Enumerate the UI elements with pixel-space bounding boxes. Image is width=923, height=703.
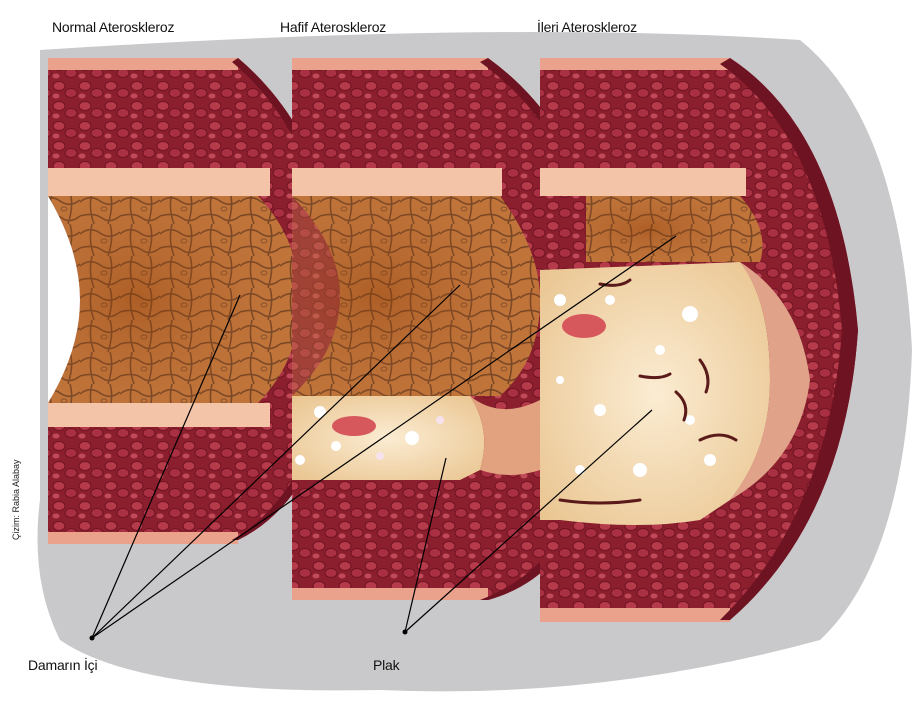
lumen-callout-dot xyxy=(90,636,95,641)
label-lumen: Damarın İçi xyxy=(28,657,97,673)
title-advanced: İleri Ateroskleroz xyxy=(537,19,637,35)
normal-artery-segment xyxy=(48,58,330,544)
plaque-callout-dot xyxy=(403,630,408,635)
title-mild: Hafif Ateroskleroz xyxy=(280,19,386,35)
label-plaque: Plak xyxy=(373,657,399,673)
illustrator-credit: Çizim: Rabia Alabay xyxy=(11,459,21,540)
title-normal: Normal Ateroskleroz xyxy=(52,19,174,35)
